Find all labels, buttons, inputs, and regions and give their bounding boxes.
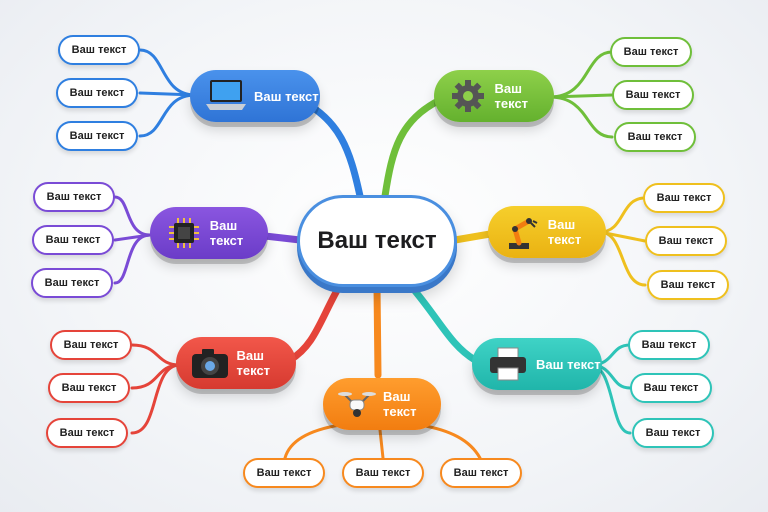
- connector-green-leaf-3: [548, 95, 614, 139]
- leaf-yellow-2[interactable]: Ваш текст: [645, 226, 727, 256]
- branch-node-yellow[interactable]: Ваш текст: [488, 206, 606, 258]
- connector-center-green: [381, 96, 444, 200]
- leaf-green-1[interactable]: Ваш текст: [610, 37, 692, 67]
- connector-red-leaf-1: [130, 343, 182, 367]
- connector-purple-leaf-1: [113, 195, 152, 237]
- leaf-yellow-3[interactable]: Ваш текст: [647, 270, 729, 300]
- branch-node-purple[interactable]: Ваш текст: [150, 207, 268, 259]
- connector-green-leaf-1: [548, 50, 614, 99]
- leaf-purple-3[interactable]: Ваш текст: [31, 268, 113, 298]
- printer-icon: [486, 346, 530, 382]
- connector-center-orange: [373, 283, 382, 379]
- connector-yellow-leaf-1: [598, 196, 647, 234]
- leaf-purple-1[interactable]: Ваш текст: [33, 182, 115, 212]
- center-node[interactable]: Ваш текст: [297, 195, 457, 287]
- leaf-teal-2[interactable]: Ваш текст: [630, 373, 712, 403]
- leaf-green-2[interactable]: Ваш текст: [612, 80, 694, 110]
- leaf-teal-3[interactable]: Ваш текст: [632, 418, 714, 448]
- connector-center-teal: [406, 281, 479, 364]
- connector-purple-leaf-3: [113, 233, 152, 285]
- connector-orange-leaf-1: [283, 423, 342, 460]
- branch-node-red[interactable]: Ваш текст: [176, 337, 296, 389]
- leaf-teal-1[interactable]: Ваш текст: [628, 330, 710, 360]
- robot-arm-icon: [502, 214, 542, 250]
- branch-label-teal: Ваш текст: [536, 356, 601, 372]
- leaf-red-3[interactable]: Ваш текст: [46, 418, 128, 448]
- leaf-red-2[interactable]: Ваш текст: [48, 373, 130, 403]
- leaf-yellow-1[interactable]: Ваш текст: [643, 183, 725, 213]
- connector-center-yellow: [451, 230, 494, 244]
- branch-node-orange[interactable]: Ваш текст: [323, 378, 441, 430]
- leaf-purple-2[interactable]: Ваш текст: [32, 225, 114, 255]
- branch-label-purple: Ваш текст: [209, 218, 244, 248]
- gear-icon: [448, 78, 489, 114]
- drone-icon: [337, 386, 377, 422]
- connector-red-leaf-2: [130, 363, 182, 390]
- branch-label-red: Ваш текст: [236, 348, 271, 378]
- connector-blue-leaf-3: [138, 93, 197, 138]
- center-node-label: Ваш текст: [317, 227, 437, 254]
- branch-label-orange: Ваш текст: [383, 389, 417, 419]
- connector-yellow-leaf-3: [598, 230, 647, 287]
- connector-orange-leaf-2: [378, 428, 385, 460]
- branch-label-green: Ваш текст: [494, 81, 529, 111]
- leaf-orange-2[interactable]: Ваш текст: [342, 458, 424, 488]
- leaf-orange-1[interactable]: Ваш текст: [243, 458, 325, 488]
- leaf-blue-1[interactable]: Ваш текст: [58, 35, 140, 65]
- leaf-green-3[interactable]: Ваш текст: [614, 122, 696, 152]
- connector-center-red: [286, 281, 344, 364]
- connector-blue-leaf-1: [138, 48, 197, 97]
- branch-label-blue: Ваш текст: [254, 88, 319, 104]
- leaf-blue-3[interactable]: Ваш текст: [56, 121, 138, 151]
- leaf-blue-2[interactable]: Ваш текст: [56, 78, 138, 108]
- branch-label-yellow: Ваш текст: [547, 217, 582, 247]
- branch-node-blue[interactable]: Ваш текст: [190, 70, 320, 122]
- connector-orange-leaf-3: [418, 423, 482, 460]
- leaf-red-1[interactable]: Ваш текст: [50, 330, 132, 360]
- connector-center-purple: [261, 232, 304, 244]
- laptop-icon: [204, 78, 248, 114]
- connector-red-leaf-3: [130, 363, 182, 435]
- branch-node-teal[interactable]: Ваш текст: [472, 338, 602, 390]
- cpu-chip-icon: [164, 215, 204, 251]
- camera-icon: [190, 345, 231, 381]
- branch-node-green[interactable]: Ваш текст: [434, 70, 554, 122]
- leaf-orange-3[interactable]: Ваш текст: [440, 458, 522, 488]
